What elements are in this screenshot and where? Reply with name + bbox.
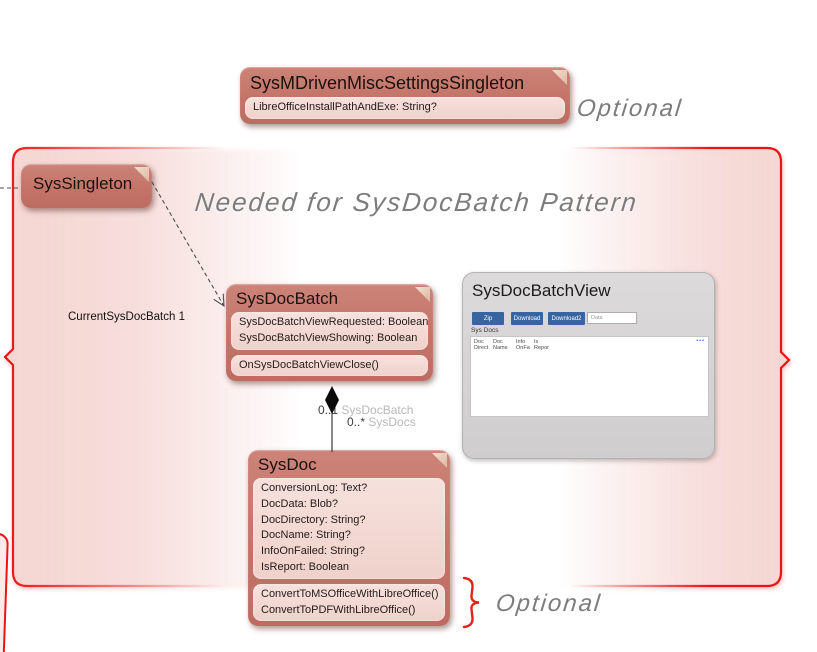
class-sysmdrivenmiscsettingssingleton[interactable]: SysMDrivenMiscSettingsSingleton LibreOff… [240, 67, 570, 124]
attributes-compartment: LibreOfficeInstallPathAndExe: String? [245, 97, 565, 119]
class-title: SysSingleton [33, 174, 133, 193]
class-sysdocbatch[interactable]: SysDocBatch SysDocBatchViewRequested: Bo… [226, 284, 433, 382]
grid-header-line: Doc [493, 339, 503, 345]
class-title: SysDoc [258, 455, 317, 474]
attributes-compartment: SysDocBatchViewRequested: Boolean SysDoc… [231, 312, 428, 350]
class-syssingleton[interactable]: SysSingleton [21, 164, 152, 208]
association-label: CurrentSysDocBatch 1 [68, 311, 185, 323]
operation: ConvertToPDFWithLibreOffice() [261, 603, 416, 616]
attribute: DocName: String? [261, 529, 351, 542]
grid-header-line: Doc [474, 339, 484, 345]
open-arrowhead-icon [213, 293, 225, 308]
grid-header-line: Info [516, 339, 526, 345]
grid-header-line: Direct [474, 345, 489, 351]
note-needed-for-pattern[interactable]: Needed for SysDocBatch Pattern [193, 187, 640, 217]
clipped-corner-shape [0, 531, 9, 652]
sysdocs-grid[interactable]: Doc Direct Doc Name Info OnFa Is Repor •… [470, 336, 709, 417]
grid-header-line: OnFa [516, 345, 530, 351]
attribute: DocDirectory: String? [261, 513, 366, 526]
sysdocs-list-label: Sys Docs [471, 327, 499, 334]
panel-title: SysDocBatchView [472, 281, 611, 300]
grid-column-header[interactable]: Info OnFa [516, 339, 530, 351]
grid-header-line: Is [534, 339, 539, 345]
grid-column-header[interactable]: Doc Direct [474, 339, 488, 351]
operation: OnSysDocBatchViewClose() [239, 358, 379, 371]
composition-child-label: 0..* SysDocs [347, 415, 416, 429]
child-multiplicity: 0..* [347, 415, 366, 429]
attribute: DocData: Blob? [261, 497, 339, 510]
parent-role: SysDocBatch [341, 403, 414, 417]
operation: ConvertToMSOfficeWithLibreOffice() [261, 587, 439, 600]
child-role: SysDocs [368, 415, 416, 429]
class-sysdoc[interactable]: SysDoc ConversionLog: Text? DocData: Blo… [248, 450, 450, 627]
attribute: LibreOfficeInstallPathAndExe: String? [253, 101, 437, 113]
download-button[interactable]: Download [511, 312, 543, 325]
composition-connector [325, 386, 339, 452]
grid-header-line: Name [493, 345, 508, 351]
zip-button[interactable]: Zip [472, 312, 504, 325]
grid-menu-icon[interactable]: ••• [696, 338, 705, 344]
panel-search-input[interactable] [587, 312, 637, 324]
attribute: InfoOnFailed: String? [261, 545, 365, 558]
operations-compartment: OnSysDocBatchViewClose() [231, 354, 428, 377]
class-title: SysDocBatch [236, 289, 339, 308]
optional-brace-icon [462, 576, 480, 629]
download2-button[interactable]: Download2 [548, 312, 585, 325]
note-optional-bottom[interactable]: Optional [494, 590, 603, 617]
attribute: IsReport: Boolean [261, 560, 350, 573]
attribute: ConversionLog: Text? [261, 482, 368, 494]
operations-compartment: ConvertToMSOfficeWithLibreOffice() Conve… [253, 583, 445, 622]
grid-header-line: Repor [534, 345, 549, 351]
parent-multiplicity: 0..1 [318, 403, 339, 417]
attribute: SysDocBatchViewRequested: Boolean [239, 316, 429, 328]
grid-column-header[interactable]: Doc Name [493, 339, 508, 351]
grid-column-header[interactable]: Is Repor [534, 339, 549, 351]
note-optional-top[interactable]: Optional [575, 95, 684, 122]
attribute: SysDocBatchViewShowing: Boolean [239, 331, 418, 344]
class-title: SysMDrivenMiscSettingsSingleton [250, 73, 525, 93]
sysdocbatchview-panel[interactable]: SysDocBatchView Zip Download Download2 S… [462, 272, 715, 459]
attributes-compartment: ConversionLog: Text? DocData: Blob? DocD… [253, 478, 445, 579]
